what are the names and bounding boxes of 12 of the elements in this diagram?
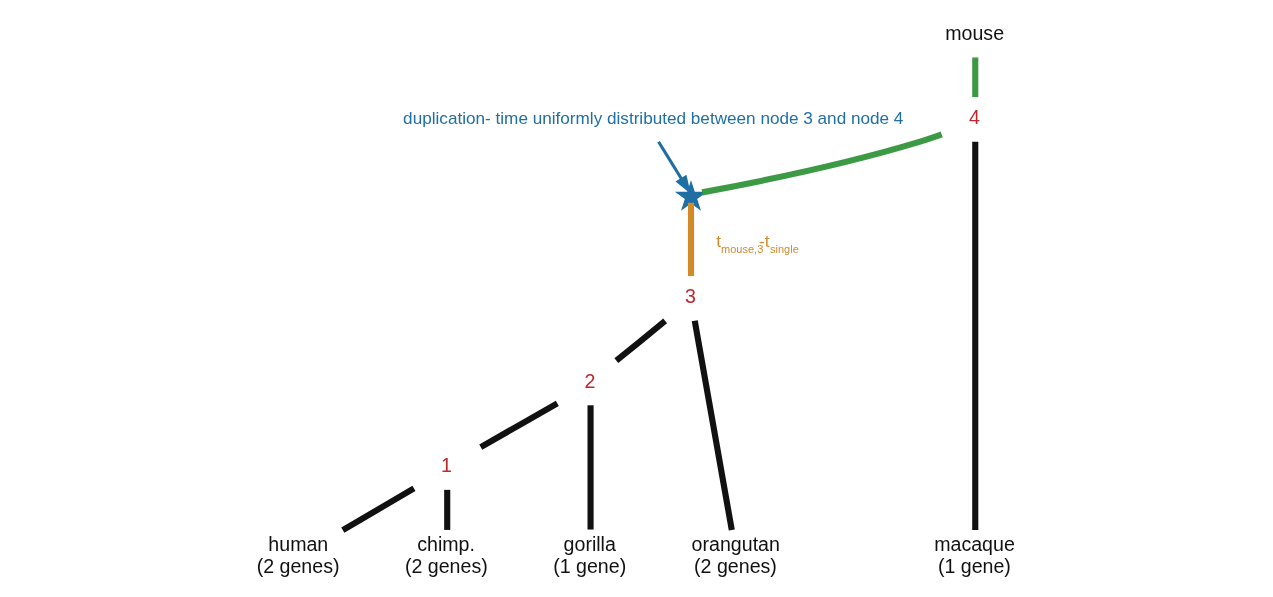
node-text: 3: [684, 285, 696, 308]
node-text: macaque (1 gene): [934, 532, 1015, 577]
node-text: 1: [441, 454, 452, 477]
node-text: mouse: [945, 21, 1005, 44]
node-text: 4: [969, 106, 981, 129]
node-text: 2: [584, 369, 596, 392]
edge-label: t$_{mouse,3}$-t$_{single}$: [716, 230, 799, 255]
node-text: orangutan (2 genes): [691, 532, 780, 577]
node-text: gorilla (1 gene): [553, 532, 627, 577]
node-text: chimp. (2 genes): [404, 532, 488, 577]
node-text: human (2 genes): [256, 532, 340, 577]
node-text: duplication- time uniformly distributed between node 3 and node 4: [403, 108, 904, 129]
